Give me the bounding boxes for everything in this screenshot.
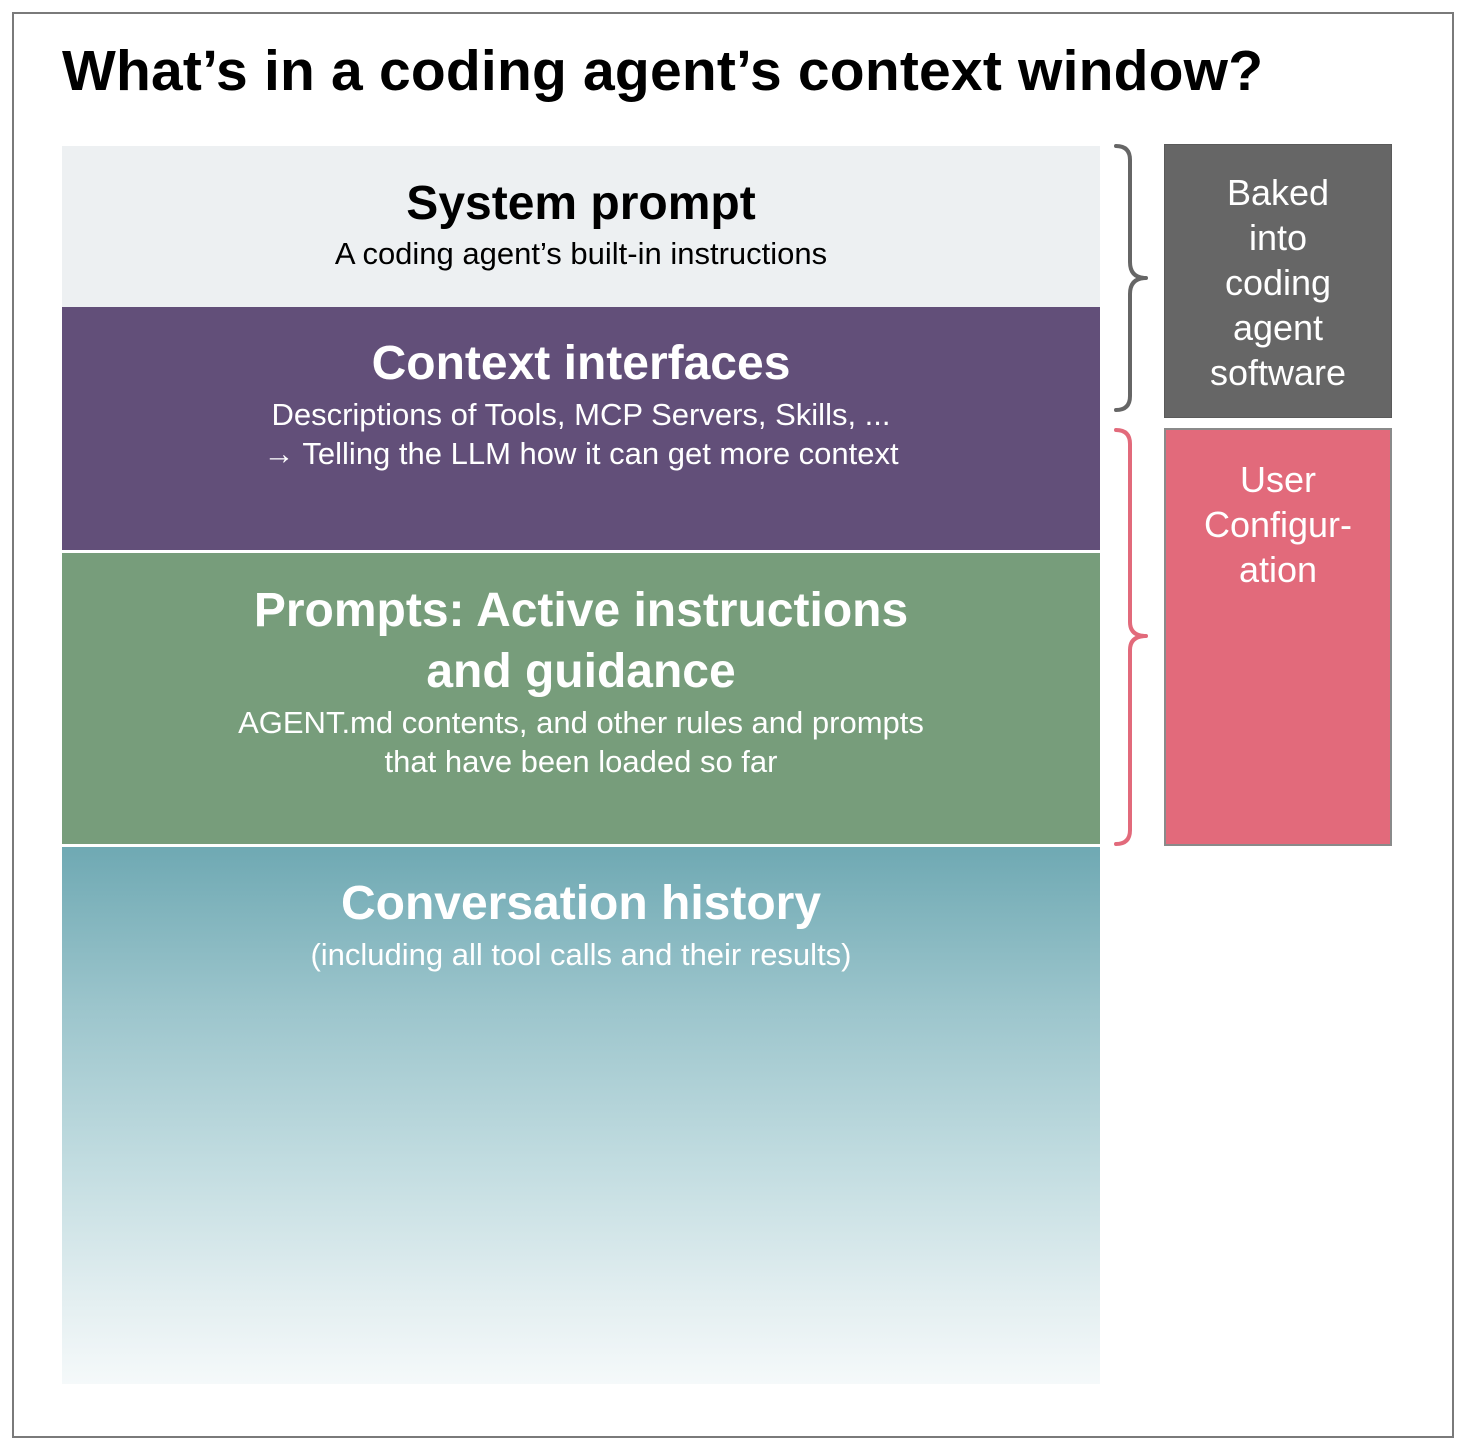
layer-conversation-history: Conversation history (including all tool…	[62, 847, 1100, 1384]
side-label-line: into	[1248, 217, 1308, 258]
side-label-line: Configur-	[1203, 504, 1353, 545]
side-label-user: User Configur- ation	[1166, 457, 1390, 592]
layer-description-line: (including all tool calls and their resu…	[310, 937, 852, 972]
layer-heading: Conversation history	[340, 877, 822, 930]
side-label-line: User	[1239, 459, 1316, 500]
side-label-line: agent	[1232, 307, 1324, 348]
layer-description-line: AGENT.md contents, and other rules and p…	[238, 705, 924, 740]
layer-description: Descriptions of Tools, MCP Servers, Skil…	[62, 395, 1100, 473]
layer-heading: Context interfaces	[371, 337, 791, 390]
side-box-baked: Baked into coding agent software	[1164, 144, 1392, 418]
layer-description-line: → Telling the LLM how it can get more co…	[263, 436, 899, 471]
layer-description-line: A coding agent’s built-in instructions	[334, 236, 828, 271]
side-label-line: Baked	[1226, 172, 1330, 213]
layer-description: AGENT.md contents, and other rules and p…	[62, 703, 1100, 781]
side-label-line: coding	[1224, 262, 1332, 303]
layer-heading-line: Prompts: Active instructions	[253, 584, 909, 637]
layer-description: (including all tool calls and their resu…	[62, 935, 1100, 974]
baked-brace-icon	[1114, 144, 1148, 412]
side-label-baked: Baked into coding agent software	[1165, 170, 1391, 395]
side-label-line: software	[1209, 352, 1347, 393]
layer-context-interfaces: Context interfaces Descriptions of Tools…	[62, 307, 1100, 550]
layer-description: A coding agent’s built-in instructions	[62, 234, 1100, 273]
user-brace-icon	[1114, 428, 1148, 846]
layer-prompts: Prompts: Active instructions and guidanc…	[62, 553, 1100, 844]
layer-heading: Prompts: Active instructions and guidanc…	[62, 580, 1100, 702]
side-box-user-configuration: User Configur- ation	[1164, 428, 1392, 846]
diagram-title: What’s in a coding agent’s context windo…	[62, 39, 1264, 103]
layer-heading: System prompt	[406, 177, 756, 230]
layer-description-line: that have been loaded so far	[384, 744, 778, 779]
layer-heading-line: and guidance	[426, 645, 736, 698]
side-label-line: ation	[1238, 549, 1318, 590]
layer-description-line: Descriptions of Tools, MCP Servers, Skil…	[271, 397, 891, 432]
layer-system-prompt: System prompt A coding agent’s built-in …	[62, 146, 1100, 319]
